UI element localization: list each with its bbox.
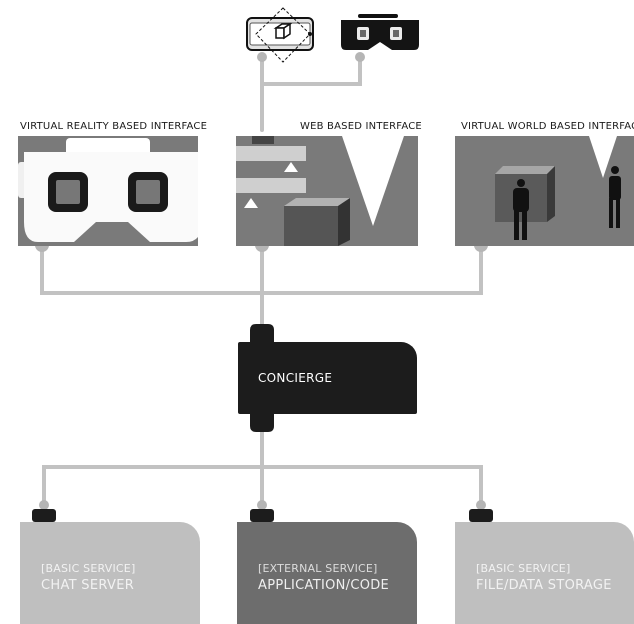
file-data-storage-service: [BASIC SERVICE] FILE/DATA STORAGE	[455, 522, 634, 624]
vr-interface-panel	[18, 136, 198, 246]
app-port-dot	[257, 500, 267, 510]
service-name: CHAT SERVER	[41, 578, 135, 593]
web-interface-label: WEB BASED INTERFACE	[300, 121, 422, 132]
headset-link-line	[260, 54, 362, 86]
chat-connector	[32, 509, 56, 522]
application-code-service: [EXTERNAL SERVICE] APPLICATION/CODE	[237, 522, 417, 624]
concierge-label: CONCIERGE	[258, 371, 333, 385]
service-bus-line	[42, 465, 483, 510]
concierge-bottom-connector	[250, 414, 274, 432]
vr-goggles-illustration	[18, 138, 198, 242]
vr-interface-label: VIRTUAL REALITY BASED INTERFACE	[20, 121, 208, 132]
concierge-node: CONCIERGE	[238, 342, 417, 414]
service-type-tag: [EXTERNAL SERVICE]	[258, 562, 378, 575]
virtual-world-interface-label: VIRTUAL WORLD BASED INTERFACE	[461, 121, 634, 132]
virtual-world-interface-panel	[455, 136, 634, 246]
vr-headset-icon	[341, 14, 419, 50]
storage-port-dot	[476, 500, 486, 510]
client-devices	[246, 7, 419, 63]
storage-connector	[469, 509, 493, 522]
chat-port-dot	[39, 500, 49, 510]
service-type-tag: [BASIC SERVICE]	[41, 562, 136, 575]
virtual-world-illustration	[495, 136, 621, 240]
service-name: FILE/DATA STORAGE	[476, 578, 612, 593]
smartphone-cube-icon	[246, 7, 314, 63]
web-interface-panel	[236, 136, 418, 246]
headset-port-dot	[355, 52, 365, 62]
phone-port-dot	[257, 52, 267, 62]
concierge-top-connector	[250, 324, 274, 342]
service-name: APPLICATION/CODE	[258, 578, 390, 593]
web-ui-illustration	[236, 136, 404, 246]
chat-server-service: [BASIC SERVICE] CHAT SERVER	[20, 522, 200, 624]
service-type-tag: [BASIC SERVICE]	[476, 562, 571, 575]
app-connector	[250, 509, 274, 522]
